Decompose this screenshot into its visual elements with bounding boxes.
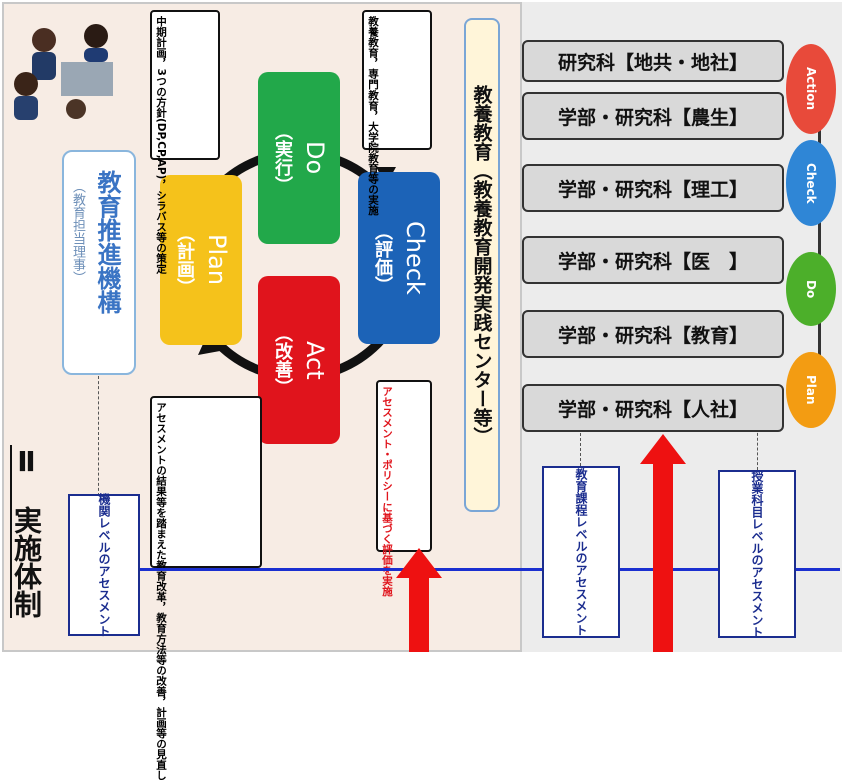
level-line: 機関レベルの — [96, 493, 112, 565]
do-callout: 教養教育，専門 教育，大学院教 育等の実施 — [362, 10, 432, 150]
callout-line: シラバス等の策定 — [154, 190, 168, 274]
course-connector — [757, 428, 758, 470]
small-action-circle: Action — [786, 44, 836, 134]
course-level-box: 授業科目レベルの アセスメント — [718, 470, 796, 638]
small-do-circle: Do — [786, 252, 836, 326]
assessment-policy-callout: アセスメント・ポリシー に基づく評価を実施 — [376, 380, 432, 552]
level-line: 授業科目レベルの — [749, 470, 765, 566]
liberal-arts-center-box: 教養教育（教養教育開発実践センター等） — [464, 18, 500, 512]
check-en-label: Check — [401, 221, 429, 295]
level-line: アセスメント — [96, 565, 112, 637]
section-title: Ⅱ 実施体制 — [6, 445, 46, 635]
callout-line: 教育，大学院教 — [366, 90, 380, 164]
program-level-box: 教育課程レベルの アセスメント — [542, 466, 620, 638]
level-line: アセスメント — [749, 566, 765, 638]
check-jp-label: （評価） — [369, 222, 395, 294]
dept-bar: 学部・研究科【農生】 — [522, 92, 784, 140]
dept-bar: 学部・研究科【理工】 — [522, 164, 784, 212]
level-line: アセスメント — [573, 564, 589, 636]
dept-label: 学部・研究科【農生】 — [558, 103, 748, 130]
small-check-circle: Check — [786, 140, 836, 226]
plan-en-label: Plan — [203, 234, 231, 285]
dept-label: 学部・研究科【医 】 — [558, 247, 748, 274]
small-check-label: Check — [804, 163, 818, 204]
policy-line: アセスメント・ポリシー — [380, 386, 394, 502]
dept-bar: 学部・研究科【教育】 — [522, 310, 784, 358]
plan-jp-label: （計画） — [171, 224, 197, 296]
small-action-label: Action — [804, 67, 818, 110]
dept-label: 研究科【地共・地社】 — [558, 48, 748, 75]
callout-line: 改革，教育方法等 — [154, 581, 168, 665]
dept-label: 学部・研究科【人社】 — [558, 395, 748, 422]
red-up-arrow-right — [640, 434, 686, 652]
act-phase: （改善） Act — [258, 276, 340, 444]
red-up-arrow-left — [396, 548, 442, 652]
policy-line: に基づく評価を実施 — [380, 502, 394, 597]
dept-bar: 学部・研究科【人社】 — [522, 384, 784, 432]
dept-label: 学部・研究科【教育】 — [558, 321, 748, 348]
plan-phase: （計画） Plan — [160, 175, 242, 345]
do-phase: （実行） Do — [258, 72, 340, 244]
slide: Ⅱ 実施体制 教育推進機構 （教育担当理事） （計画） Plan （実行） Do… — [0, 0, 844, 653]
meeting-people-icon — [6, 14, 130, 124]
callout-line: 見直し — [154, 749, 168, 780]
small-do-label: Do — [804, 280, 818, 298]
level-line: 教育課程レベルの — [573, 468, 589, 564]
org-title: 教育推進機構 — [92, 170, 122, 314]
small-plan-circle: Plan — [786, 352, 836, 428]
act-jp-label: （改善） — [269, 324, 295, 396]
do-jp-label: （実行） — [269, 122, 295, 194]
org-connector — [98, 376, 99, 496]
dept-label: 学部・研究科【理工】 — [558, 175, 748, 202]
act-en-label: Act — [301, 341, 329, 380]
dept-bar: 学部・研究科【医 】 — [522, 236, 784, 284]
center-label: 教養教育（教養教育開発実践センター等） — [469, 85, 496, 446]
institution-level-box: 機関レベルの アセスメント — [68, 494, 140, 636]
dept-bar: 研究科【地共・地社】 — [522, 40, 784, 82]
callout-line: 方針(DP,CP,AP)， — [154, 97, 168, 190]
small-plan-label: Plan — [804, 375, 818, 405]
callout-line: 育等の実施 — [366, 163, 380, 216]
do-en-label: Do — [301, 141, 329, 174]
plan-callout: 中期計画，3つの 方針(DP,CP,AP)， シラバス等の策定 — [150, 10, 220, 160]
callout-line: 教養教育，専門 — [366, 16, 380, 90]
org-subtitle: （教育担当理事） — [68, 180, 86, 284]
program-connector — [580, 428, 581, 466]
act-callout: アセスメントの結果 等を踏まえた教育 改革，教育方法等 の改善，計画等の 見直し — [150, 396, 262, 568]
callout-line: アセスメントの結果 — [154, 402, 168, 497]
callout-line: 中期計画，3つの — [154, 16, 168, 97]
org-box: 教育推進機構 （教育担当理事） — [62, 150, 136, 375]
callout-line: の改善，計画等の — [154, 665, 168, 749]
